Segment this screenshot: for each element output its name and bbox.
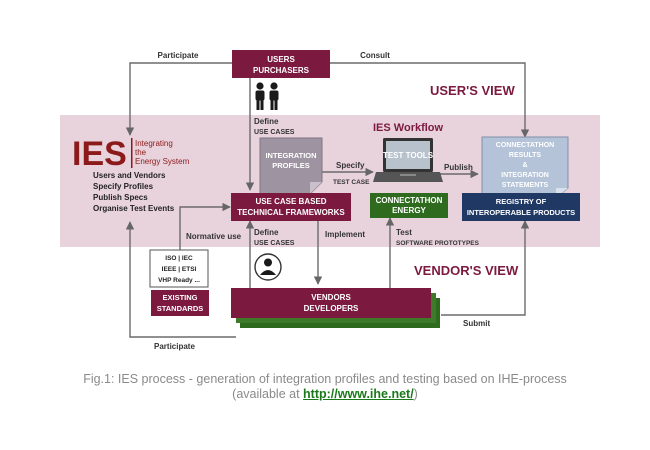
- standards-line2: IEEE | ETSI: [162, 266, 197, 273]
- connectathon-energy-line1: CONNECTATHON: [376, 196, 443, 205]
- define-bottom-label: Define: [254, 228, 279, 237]
- figure-caption-line2: (available at http://www.ihe.net/): [0, 387, 650, 402]
- doc-fold: [310, 182, 322, 194]
- users-purchasers-box: [232, 50, 330, 78]
- test-tools-label: TEST TOOLS: [383, 151, 434, 160]
- normative-use-label: Normative use: [186, 232, 242, 241]
- submit-label: Submit: [463, 319, 490, 328]
- standards-line3: VHP Ready ...: [158, 277, 200, 284]
- people-icon: [255, 82, 279, 110]
- participate-bottom-label: Participate: [154, 342, 195, 351]
- ies-subtitle-line1: Integrating: [135, 139, 173, 148]
- ihe-link[interactable]: http://www.ihe.net/: [303, 387, 414, 401]
- connectathon-energy-line2: ENERGY: [392, 206, 426, 215]
- connectathon-energy-box: [370, 193, 448, 218]
- laptop-icon: [373, 138, 443, 182]
- registry-line2: INTEROPERABLE PRODUCTS: [467, 208, 575, 217]
- use-case-frameworks-box: [231, 193, 351, 221]
- figure-caption-line1: Fig.1: IES process - generation of integ…: [83, 372, 567, 386]
- ies-title: IES: [72, 135, 127, 173]
- use-cases-top-label: USE CASES: [254, 129, 295, 136]
- ies-bullet-1: Users and Vendors: [93, 171, 166, 180]
- vendors-label: VENDORS: [311, 293, 351, 302]
- software-prototypes-label: SOFTWARE PROTOTYPES: [396, 240, 480, 247]
- profiles-label: PROFILES: [272, 161, 310, 170]
- results-line-5: STATEMENTS: [502, 182, 549, 189]
- participate-top-arrow: [125, 62, 232, 136]
- ies-bullet-2: Specify Profiles: [93, 182, 154, 191]
- publish-label: Publish: [444, 163, 473, 172]
- results-line-3: &: [522, 162, 527, 169]
- participate-bottom-arrow: [125, 221, 236, 338]
- existing-standards-box: [151, 290, 209, 316]
- use-case-line1: USE CASE BASED: [255, 197, 326, 206]
- implement-label: Implement: [325, 230, 365, 239]
- purchasers-label: PURCHASERS: [253, 66, 310, 75]
- person-icon: [254, 253, 282, 281]
- integration-label: INTEGRATION: [265, 151, 316, 160]
- ies-subtitle-line3: Energy System: [135, 157, 190, 166]
- standards-line1: ISO | IEC: [165, 255, 193, 262]
- ies-bullet-3: Publish Specs: [93, 193, 148, 202]
- ies-process-diagram: USERS PURCHASERS Participate Consult USE…: [60, 50, 600, 351]
- users-view-title: USER'S VIEW: [430, 83, 515, 98]
- ies-bullet-4: Organise Test Events: [93, 204, 175, 213]
- results-line-2: RESULTS: [509, 152, 541, 159]
- define-top-label: Define: [254, 117, 279, 126]
- vendors-view-title: VENDOR'S VIEW: [414, 263, 519, 278]
- consult-arrow: [330, 62, 530, 138]
- caption-suffix: ): [413, 387, 418, 401]
- ies-divider: [131, 138, 133, 168]
- users-label: USERS: [267, 55, 295, 64]
- registry-line1: REGISTRY OF: [496, 197, 547, 206]
- standards-label: STANDARDS: [157, 304, 204, 313]
- developers-label: DEVELOPERS: [304, 304, 359, 313]
- existing-label: EXISTING: [162, 293, 197, 302]
- test-label: Test: [396, 228, 412, 237]
- use-cases-bottom-label: USE CASES: [254, 240, 295, 247]
- results-line-4: INTEGRATION: [501, 172, 549, 179]
- results-line-1: CONNECTATHON: [496, 142, 554, 149]
- caption-prefix: (available at: [232, 387, 304, 401]
- workflow-title: IES Workflow: [373, 122, 444, 134]
- use-case-line2: TECHNICAL FRAMEWORKS: [237, 208, 345, 217]
- participate-top-label: Participate: [158, 51, 199, 60]
- ies-subtitle-line2: the: [135, 148, 147, 157]
- registry-box: [462, 193, 580, 221]
- consult-label: Consult: [360, 51, 390, 60]
- submit-arrow: [441, 220, 530, 316]
- specify-label: Specify: [336, 161, 365, 170]
- vendors-developers-box: [231, 288, 431, 318]
- normative-use-arrow: [179, 202, 231, 250]
- standards-list-box: [149, 249, 209, 288]
- test-case-label: TEST CASE: [333, 179, 370, 186]
